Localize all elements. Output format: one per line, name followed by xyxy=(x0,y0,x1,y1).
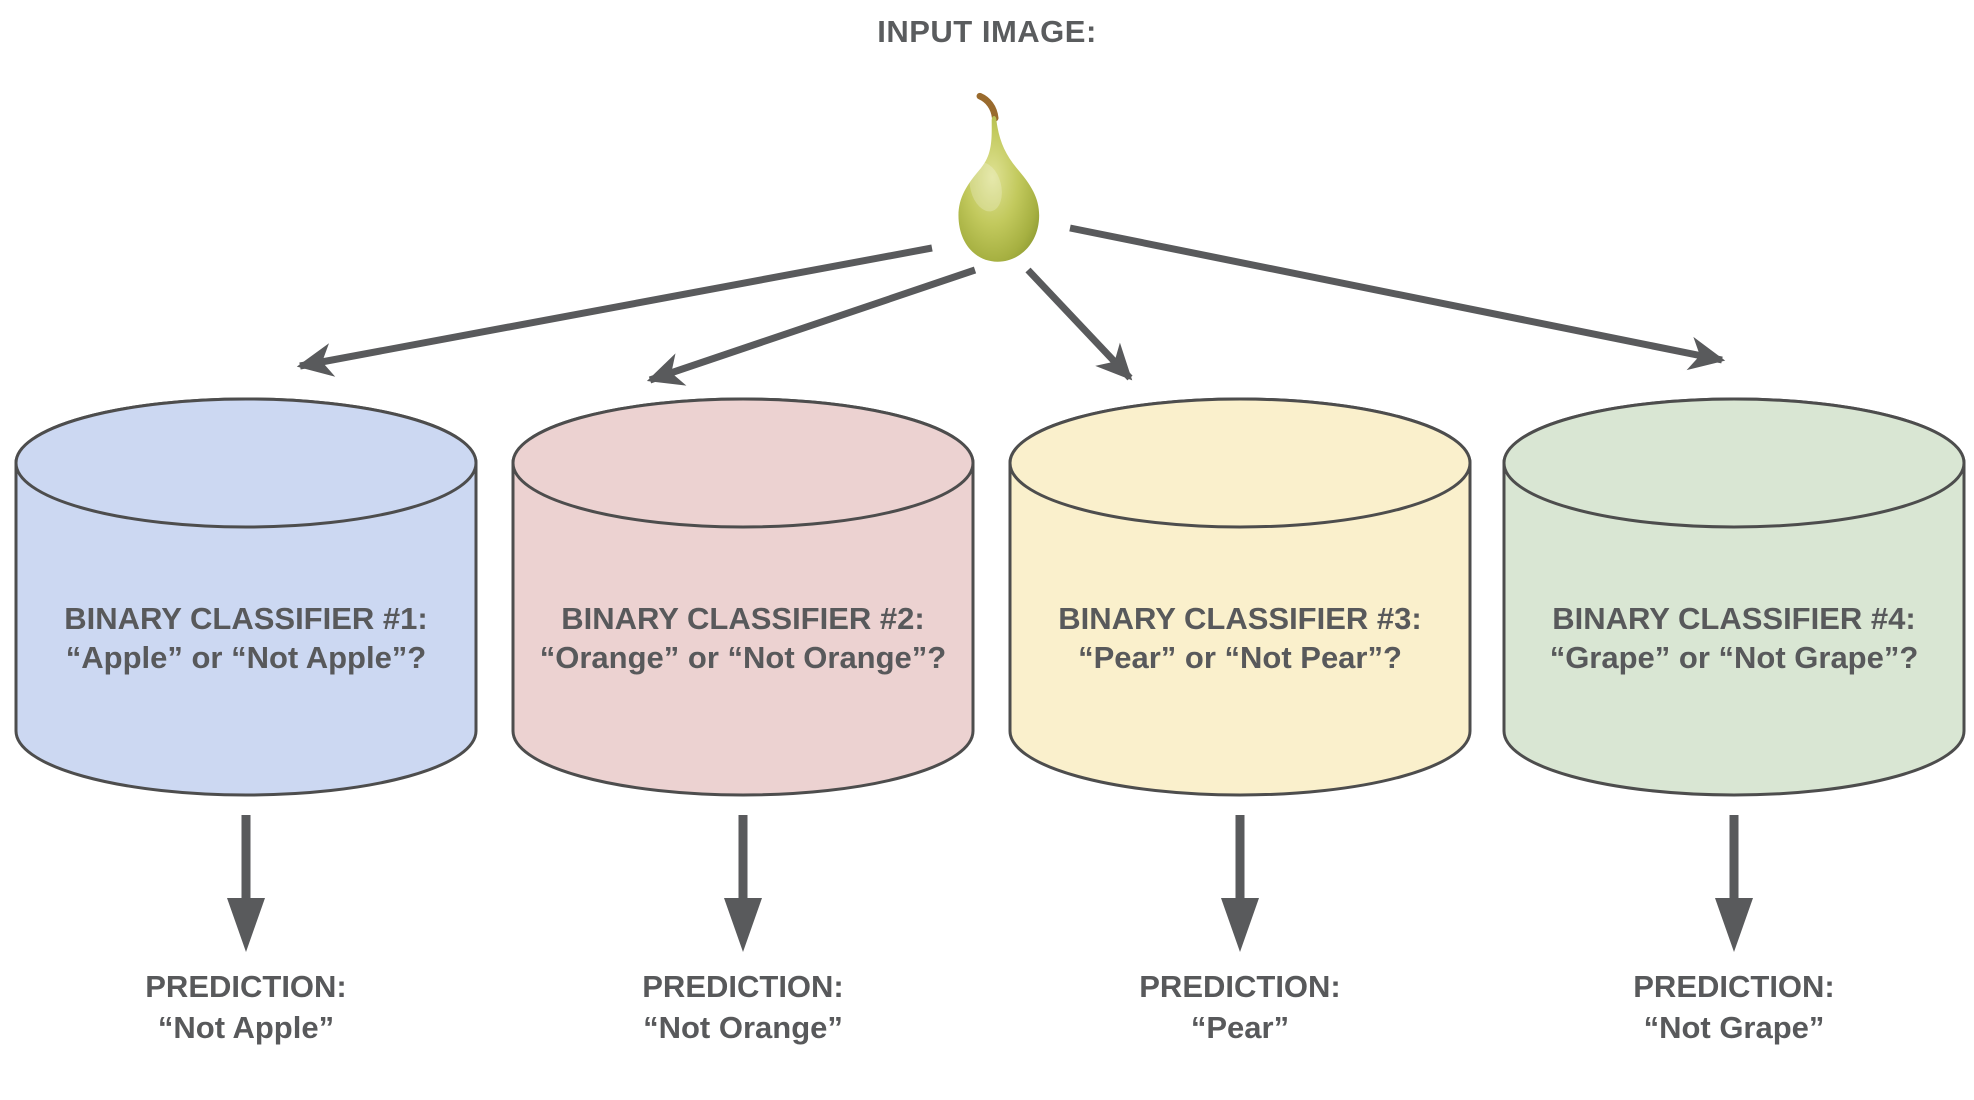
prediction-label: PREDICTION: xyxy=(145,969,347,1004)
classifier-label: BINARY CLASSIFIER #1: “Apple” or “Not Ap… xyxy=(14,599,478,677)
arrowhead-prediction-3 xyxy=(1221,898,1259,952)
arrowhead-prediction-4 xyxy=(1715,898,1753,952)
prediction-text-3: PREDICTION: “Pear” xyxy=(1008,966,1472,1048)
cylinder-top xyxy=(1008,397,1472,529)
prediction-label: PREDICTION: xyxy=(1633,969,1835,1004)
classifier-label: BINARY CLASSIFIER #2: “Orange” or “Not O… xyxy=(511,599,975,677)
prediction-text-1: PREDICTION: “Not Apple” xyxy=(14,966,478,1048)
prediction-label: PREDICTION: xyxy=(1139,969,1341,1004)
arrowhead-prediction-2 xyxy=(724,898,762,952)
classifier-title: BINARY CLASSIFIER #3: xyxy=(1058,601,1422,636)
prediction-value: “Not Orange” xyxy=(643,1010,843,1045)
classifier-cylinder-2: BINARY CLASSIFIER #2: “Orange” or “Not O… xyxy=(511,397,975,798)
arrow-to-classifier-4 xyxy=(1069,224,1726,371)
classifier-cylinder-1: BINARY CLASSIFIER #1: “Apple” or “Not Ap… xyxy=(14,397,478,798)
cylinder-top xyxy=(1502,397,1966,529)
arrow-to-classifier-1 xyxy=(296,244,933,377)
prediction-text-2: PREDICTION: “Not Orange” xyxy=(511,966,975,1048)
cylinder-top xyxy=(14,397,478,529)
classifier-question: “Apple” or “Not Apple”? xyxy=(65,640,427,675)
classifier-label: BINARY CLASSIFIER #3: “Pear” or “Not Pea… xyxy=(1008,599,1472,677)
cylinder-shape xyxy=(14,397,478,797)
cylinder-shape xyxy=(1502,397,1966,797)
diagram-title: INPUT IMAGE: xyxy=(877,14,1097,49)
classifier-title: BINARY CLASSIFIER #2: xyxy=(561,601,925,636)
prediction-value: “Not Apple” xyxy=(157,1010,335,1045)
pear-stem xyxy=(976,92,999,122)
arrow-to-classifier-2 xyxy=(646,266,977,386)
prediction-value: “Not Grape” xyxy=(1643,1010,1825,1045)
classifier-title: BINARY CLASSIFIER #4: xyxy=(1552,601,1916,636)
classifier-question: “Grape” or “Not Grape”? xyxy=(1549,640,1919,675)
classifier-title: BINARY CLASSIFIER #1: xyxy=(64,601,428,636)
cylinder-top xyxy=(511,397,975,529)
pear-highlight xyxy=(969,162,1002,212)
cylinder-shape xyxy=(511,397,975,797)
classifier-label: BINARY CLASSIFIER #4: “Grape” or “Not Gr… xyxy=(1502,599,1966,677)
prediction-text-4: PREDICTION: “Not Grape” xyxy=(1502,966,1966,1048)
classifier-question: “Orange” or “Not Orange”? xyxy=(539,640,947,675)
prediction-label: PREDICTION: xyxy=(642,969,844,1004)
classifier-cylinder-4: BINARY CLASSIFIER #4: “Grape” or “Not Gr… xyxy=(1502,397,1966,798)
arrow-to-classifier-3 xyxy=(1025,267,1133,381)
pear-icon xyxy=(958,92,1040,262)
classifier-cylinder-3: BINARY CLASSIFIER #3: “Pear” or “Not Pea… xyxy=(1008,397,1472,798)
arrowhead-prediction-1 xyxy=(227,898,265,952)
prediction-value: “Pear” xyxy=(1190,1010,1290,1045)
classifier-question: “Pear” or “Not Pear”? xyxy=(1078,640,1402,675)
cylinder-shape xyxy=(1008,397,1472,797)
pear-body xyxy=(958,116,1040,262)
